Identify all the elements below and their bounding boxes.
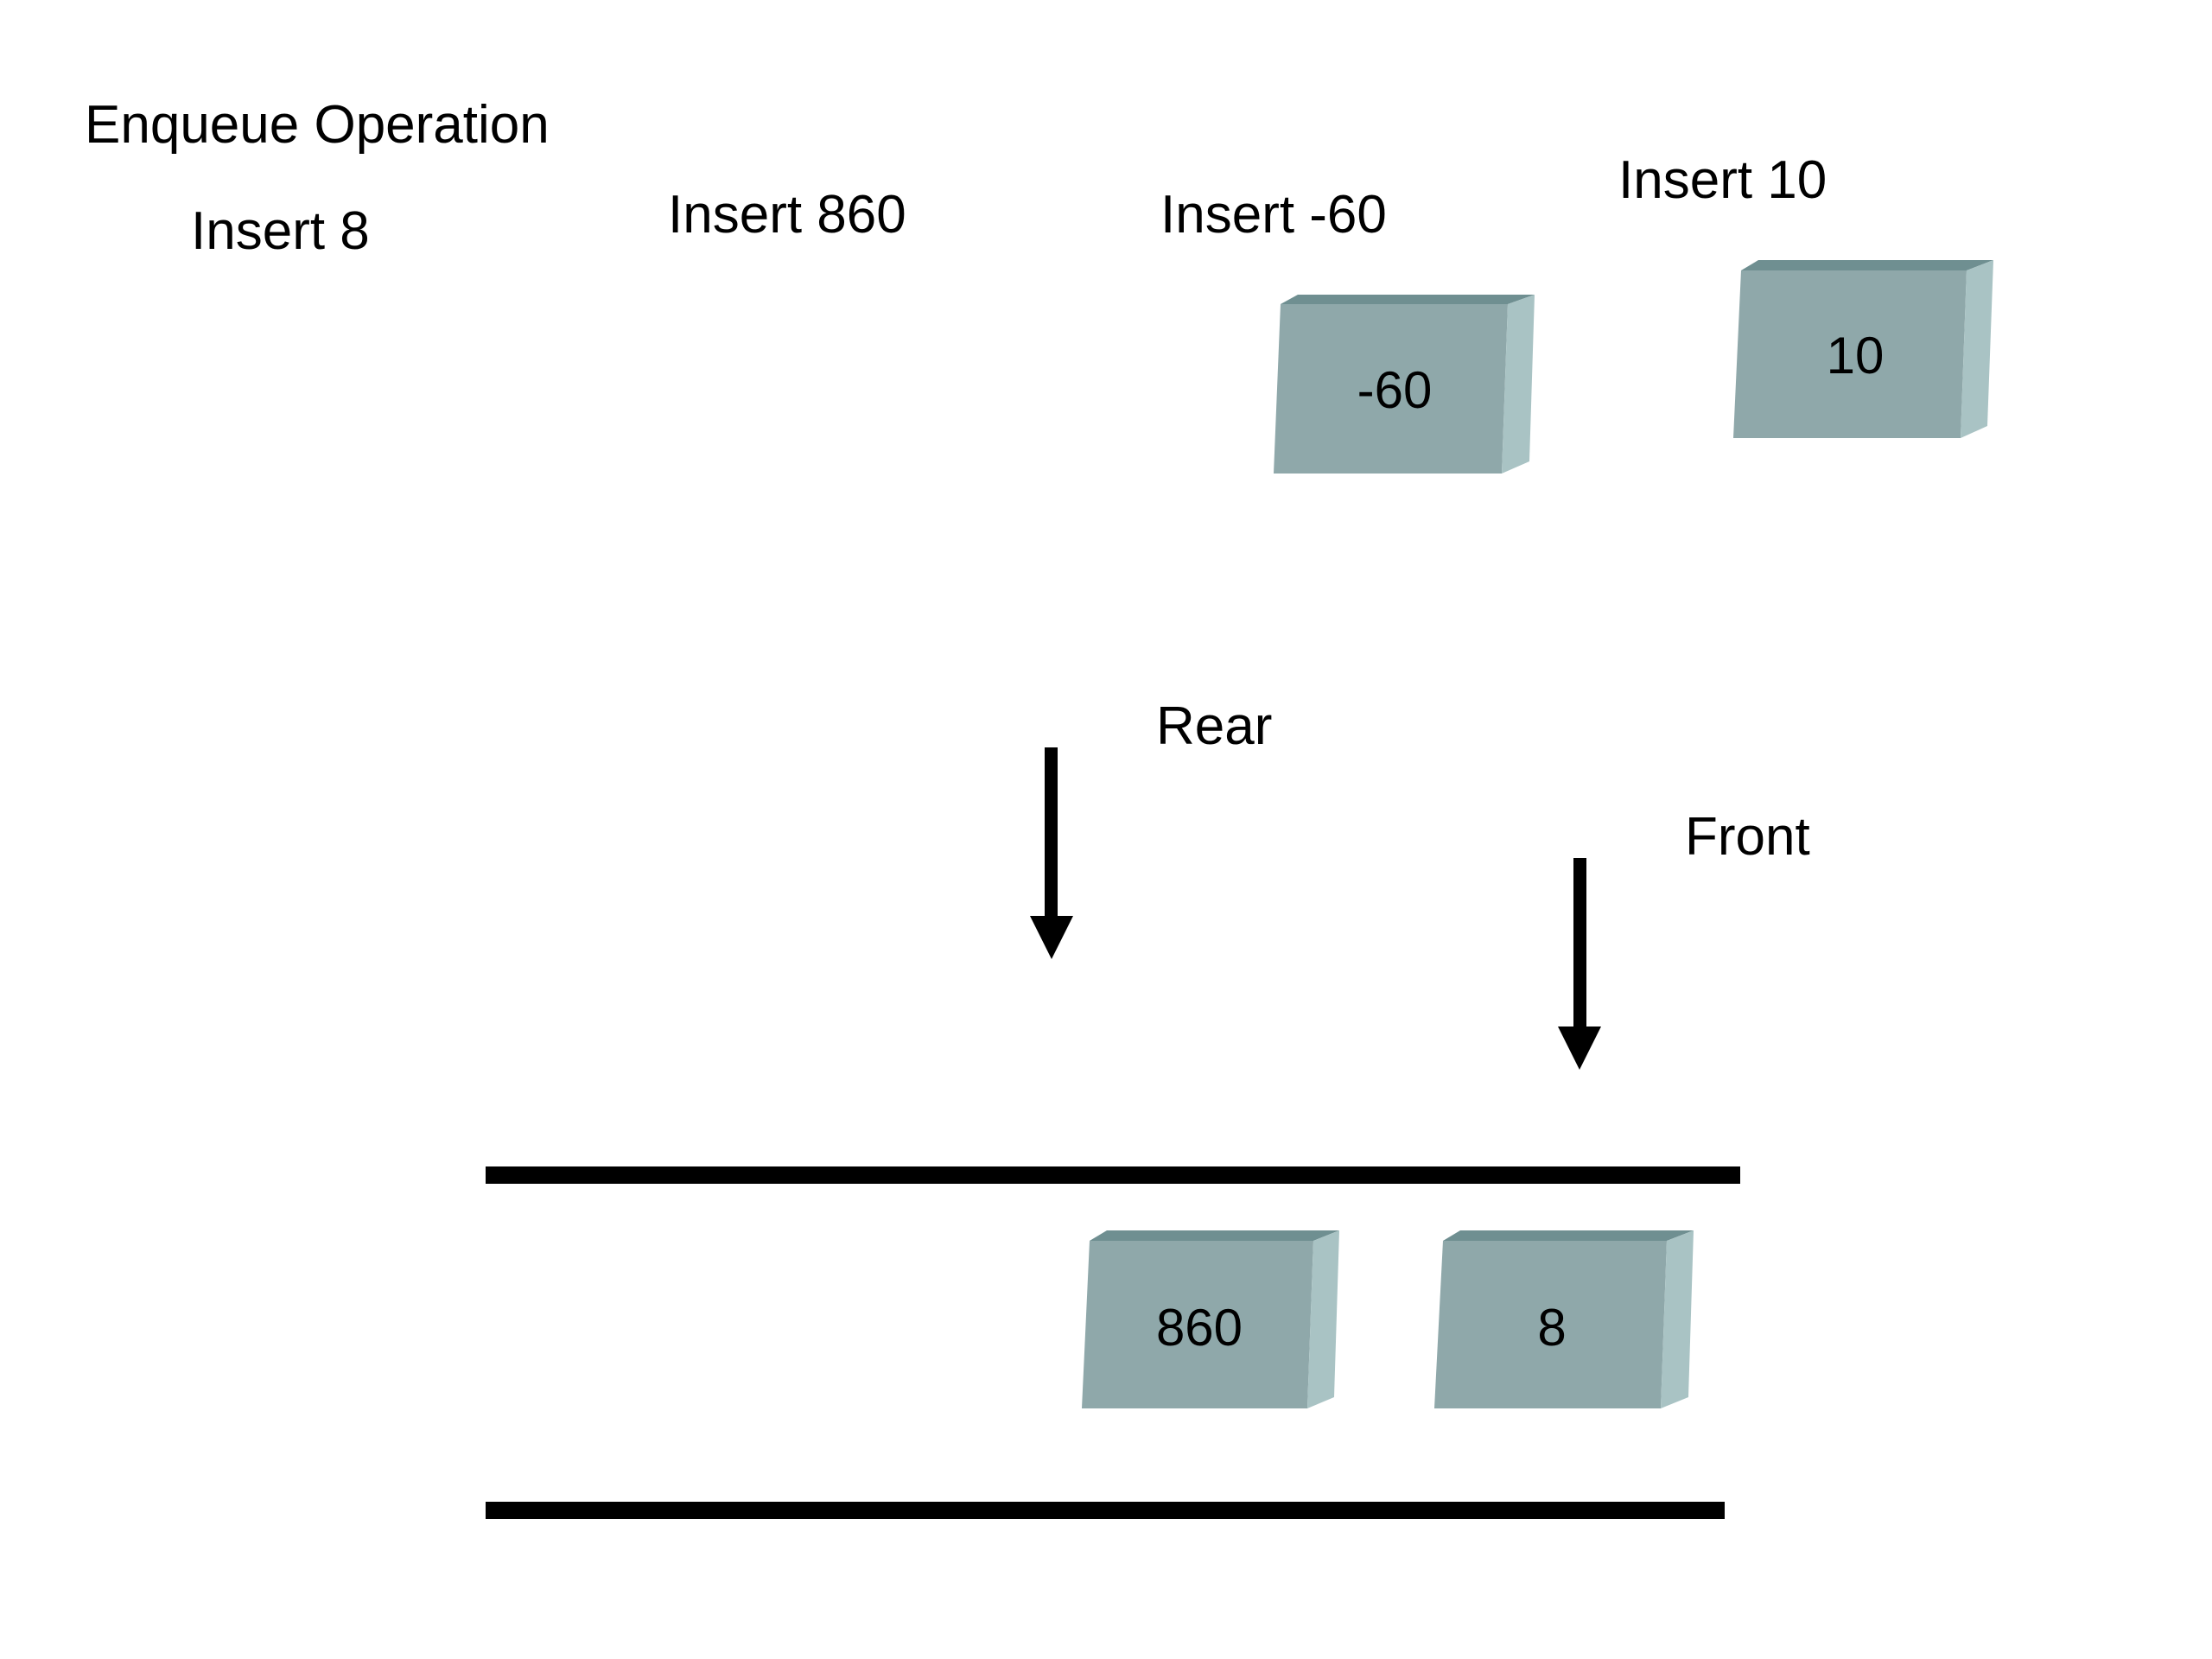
block-value-8: 8 bbox=[1537, 1299, 1566, 1357]
queue-block-8: 8 bbox=[1434, 1230, 1694, 1408]
pending-block-neg60: -60 bbox=[1274, 295, 1535, 474]
operation-label-insert-neg60: Insert -60 bbox=[1160, 185, 1387, 245]
rear-arrow-icon bbox=[1030, 747, 1073, 959]
block-value-neg60: -60 bbox=[1357, 361, 1433, 419]
front-pointer-label: Front bbox=[1685, 807, 1810, 867]
pending-block-10: 10 bbox=[1733, 260, 1993, 438]
operation-label-insert-10: Insert 10 bbox=[1618, 150, 1827, 210]
operation-label-insert-860: Insert 860 bbox=[668, 185, 906, 245]
queue-block-860: 860 bbox=[1082, 1230, 1339, 1408]
block-value-10: 10 bbox=[1827, 327, 1885, 385]
rear-pointer-label: Rear bbox=[1156, 696, 1273, 756]
queue-bottom-wall bbox=[486, 1502, 1725, 1519]
queue-top-wall bbox=[486, 1166, 1740, 1184]
front-arrow-icon bbox=[1558, 858, 1601, 1070]
operation-label-insert-8: Insert 8 bbox=[191, 201, 370, 261]
slide-title: Enqueue Operation bbox=[85, 95, 550, 155]
block-value-860: 860 bbox=[1156, 1299, 1243, 1357]
